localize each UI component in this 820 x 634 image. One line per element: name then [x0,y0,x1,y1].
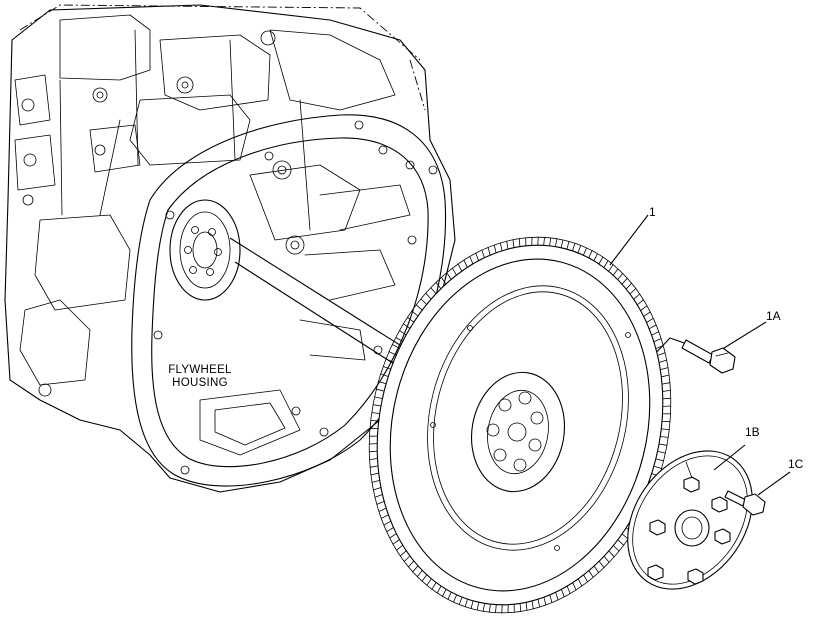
callouts: 1 1A 1B 1C [609,205,804,471]
housing-label-line2: HOUSING [172,377,228,389]
flywheel-hub [470,371,566,493]
housing-bolt-holes [153,120,438,475]
gear-tooth-lines [368,236,672,614]
ring-gear-teeth [368,236,672,614]
flange-adapter-1b [627,444,753,590]
block-bolts [21,30,305,397]
callout-1: 1 [649,205,656,219]
crankshaft-end [169,199,241,301]
callout-1b: 1B [745,425,760,439]
flange-bolt-heads [647,476,731,585]
engine-block [4,4,456,493]
flywheel [368,236,672,614]
bolt-1c [724,471,791,516]
flywheel-bolt-1a [681,321,767,374]
housing-label-line1: FLYWHEEL [168,364,232,376]
flywheel-housing: FLYWHEEL HOUSING [131,114,447,487]
ring-gear-outline [368,236,672,614]
callout-1c: 1C [788,457,804,471]
callout-1a: 1A [766,309,781,323]
